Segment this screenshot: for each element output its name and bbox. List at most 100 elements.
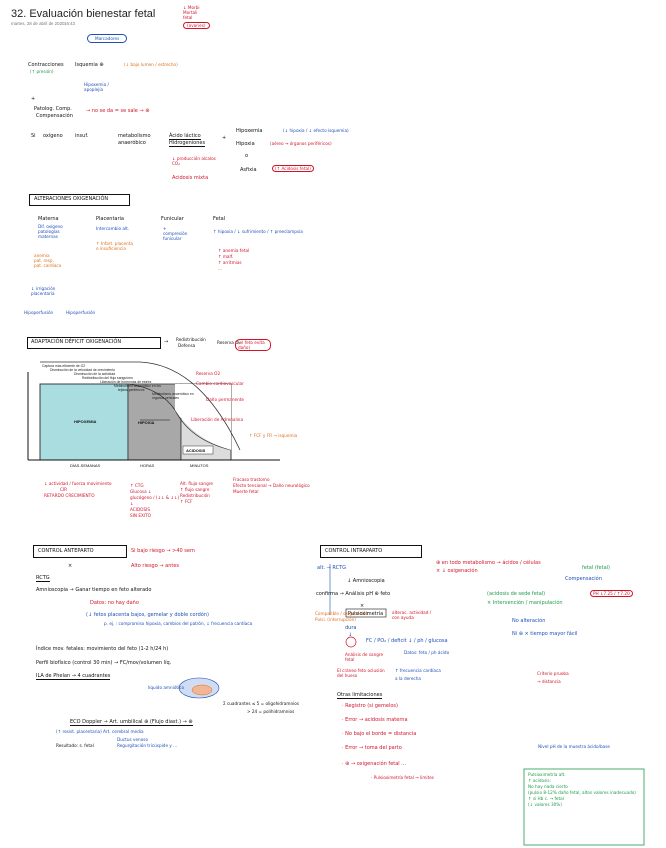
top-tag: ↓ Morbi Mortali fetal [183,5,200,20]
orange-intra-3: Nivel pH de la muestra ácido/base [538,744,611,749]
ante-line-3: × [68,563,73,569]
intra-line-22: · ⊕ → oxigenación fetal ... [342,761,407,767]
intra-line-7: alterac. actividad / con ayuda [392,610,432,620]
green-box-item: ↑ si Hb c. → fetal [528,796,564,801]
bottom-mid-item: ↓ [130,501,134,506]
top-tag-pill: (ovaries) [183,22,210,29]
acidosis-mixta: Acidosis mixta [172,175,209,181]
ante-line-4: RCTG [36,575,50,582]
intra-line-12: Análisis de sangre fetal [345,652,384,662]
red-note-3: Daño permanente [206,397,244,402]
green-box: Pulsioximetría alt. ↑ acidosis: No hay n… [528,772,640,808]
intra-right-7: PH ↓7.25 / ↑7.20 [590,590,633,597]
step-item: Disminución de la actividad [74,372,116,376]
ante-line-16: (↑ resist. placentaria) Art. cerebral me… [56,729,144,734]
alteraciones-title: ALTERACIONES OXIGENACIÓN [34,196,109,202]
intra-right-9: Ni ⊕ × tiempo mayor fácil [512,631,578,637]
ante-line-9: Índice mov. fetales: movimiento del feto… [36,646,169,652]
hipoperfusion-2: Hipoperfusión [66,310,96,315]
bottom-left-notes: ↓ actividad / fuerza movimiento CIR RETA… [44,481,112,499]
no-se-da-note: → no se da = se sale → ⊕ [86,108,150,114]
intra-line-9: dura [345,625,357,631]
ante-line-6: Datos: no hay daño [90,600,139,606]
ante-line-10: Perfil biofísico (control 30 min) → FC/m… [36,660,172,666]
o-word: o [245,153,249,159]
ante-line-15: ECO Doppler → Art. umbilical ⊕ (Flujo di… [70,719,193,726]
ante-line-1: Si bajo riesgo → >40 sem [131,548,195,554]
hipoxemia-label: Hipoxemia [236,128,263,134]
phase-1-label: HIPOXEMIA [74,419,97,424]
step-item: Liberación de hormonas de estrés [100,380,152,384]
col-placentaria-item: Intercambio alt. [96,226,130,231]
hipoxemia-sub: (↓ hipoxia / ↓ efecto isquemia) [283,128,349,133]
page-date: martes, 28 de abril de 2020 [11,21,65,26]
isquemia-label: Isquemia ⊕ [75,62,104,68]
placentaria-orange-item: ↑ Infart. placenta [96,241,133,246]
hidrogeniones: Hidrogeniones [169,140,206,147]
anteparto-title: CONTROL ANTEPARTO [38,548,94,554]
materna-item: Dif. oxígeno [38,224,63,229]
top-tag-line: Mortali [183,10,198,15]
intra-line-5: × [360,603,365,609]
col-placentaria-head: Placentaria [96,216,124,222]
step-item: Metabolismo anaeróbico en [152,392,194,396]
orange-placentaria: ↑ Infart. placenta o insuficiencia [96,241,133,251]
step-item: Metabolismo anaeróbico en los [114,384,161,388]
plus-sign: + [31,96,36,102]
disminuye-note: ↓ producción alcalos CO₂ [172,156,216,166]
plus-sign-2: + [222,135,227,141]
ante-line-13: Σ cuadrantes ≤ 5 = oligohidramnios [223,701,300,706]
green-box-frame [523,768,645,846]
adaptacion-title: ADAPTACIÓN DÉFICIT OXIGENACIÓN [31,339,122,345]
ante-line-17: Ductus venoso [117,737,149,742]
step-item: Redistribución del flujo sanguíneo [82,376,133,380]
materna-orange-item: pat. cardíaco [34,263,62,268]
materna-item: maternas [38,234,58,239]
irrigacion-note: ↓ irrigación placentaria [31,286,56,296]
col-materna: Dif. oxígeno patologías maternas [38,224,63,239]
anteparto-box [33,545,127,558]
green-box-item: (↓ valores 30%) [528,802,562,807]
pulsi-box [345,608,387,618]
reserva-label: Reserva O₂ [217,340,241,345]
bottom-mid-notes: ↑ CTG Glucosa ↓ glucógeno / (↓↓ & ↓↓) ↓ … [130,483,179,519]
acidosis-box [182,445,214,455]
curve-mask [175,384,231,450]
materna-orange-item: pat. resp. [34,258,54,263]
red-note-2: Cambio cardiovascular [196,381,244,386]
axis-minutos: MINUTOS [190,463,209,468]
intra-right-1: ⊕ en todo metabolismo → ácidos / células [436,560,541,566]
green-box-item: Pulsioximetría alt. [528,772,566,777]
step-item: órganos centrales [152,396,179,400]
acidosis-label: ACIDOSIS [186,448,206,453]
compensacion-label: Compensación [36,113,73,119]
step-item: Disminución de la velocidad de crecimien… [50,368,116,372]
intra-line-23: · Pulsioximetría fetal → limites [371,775,434,780]
intra-right-2: × ↓ oxigenación [436,568,478,574]
contr-sub: (↑ presión) [30,69,54,74]
patologia-label: Patolog. Comp. [34,106,72,112]
step-item: Captura más eficiente de O2 [42,364,86,368]
green-box-item: (pulsio 8-12% daño fetal, altos valores … [528,790,636,795]
bottom-right-item: Alt. flujo sangre [180,481,213,486]
red-note-4: Liberación de Adrenalina [191,417,244,422]
intra-line-15: ↑ frecuencia cardíaca [395,668,441,673]
ante-line-8: p. ej. : compromiso hipoxia, cambios del… [104,621,253,626]
green-box-item: ↑ acidosis: [528,778,552,783]
intra-line-17: Otras limitaciones [337,692,383,699]
materna-orange-item: anemia [34,253,50,258]
bottom-mid-item: ACIDOSIS [130,507,151,512]
materna-item: patologías [38,229,60,234]
intra-line-13: Datos: feto / ph ácido [404,650,450,655]
page-time: 16:43 [64,21,75,26]
bottom-left-item: ↓ actividad / fuerza movimiento [44,481,112,486]
hipoxia-sub: (aéreo → órganos periféricos) [270,141,332,146]
intra-line-8: Pulsi. (interrupción) [315,617,356,622]
bottom-far-right-notes: Fracaso trastorno Efecto tensional → Dañ… [233,477,310,495]
funicular-item: + [163,226,167,231]
bottom-mid-item: ↑ CTG [130,483,144,488]
ante-line-12: líquido amniótico [148,685,185,690]
step-item: tejidos periféricos [118,388,145,392]
intra-right-4: Compensación [565,576,602,582]
